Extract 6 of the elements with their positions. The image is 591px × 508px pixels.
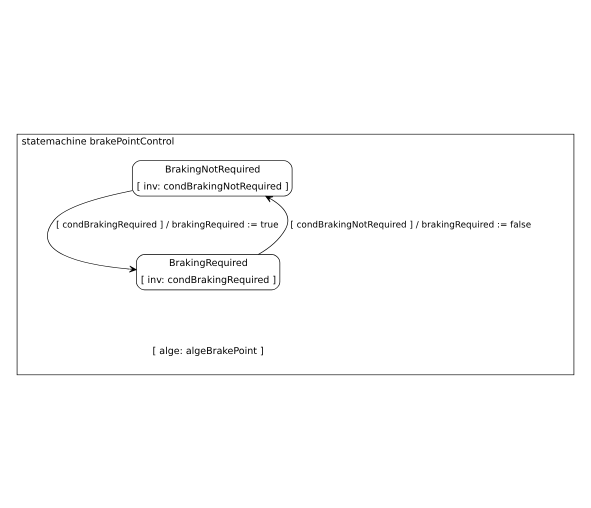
edge-label: [ condBrakingRequired ] / brakingRequired := true: [56, 220, 279, 230]
edge-label: [ condBrakingNotRequired ] / brakingRequired := false: [290, 220, 532, 230]
node-box: BrakingRequired [ inv: condBrakingRequired ]: [136, 254, 280, 290]
node-box: BrakingNotRequired [ inv: condBrakingNotRequired ]: [132, 160, 292, 196]
arrow: [258, 195, 288, 254]
arrow: [47, 190, 137, 272]
